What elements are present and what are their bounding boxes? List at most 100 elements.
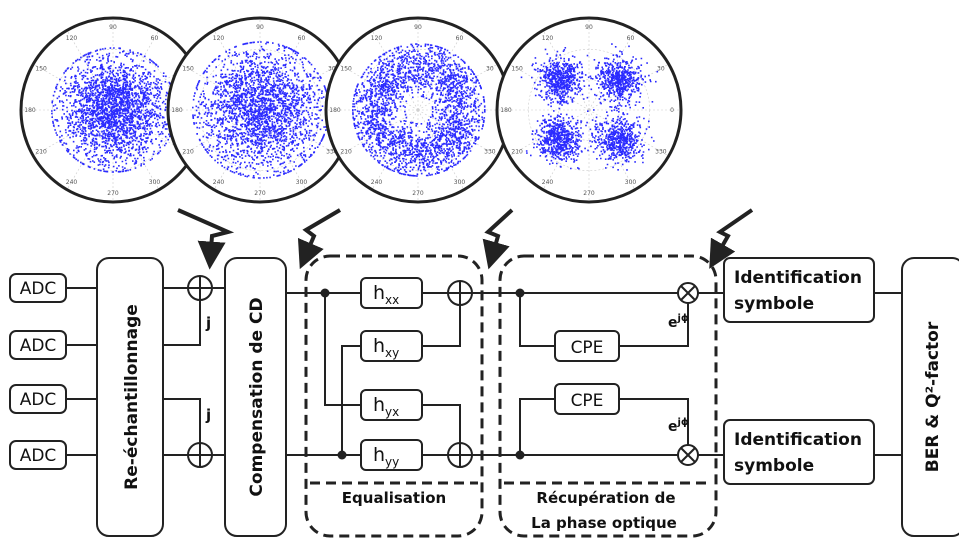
adc-block-2 <box>9 330 67 360</box>
angle-tick-label: 270 <box>254 190 266 197</box>
adc-block-1 <box>9 273 67 303</box>
j-label-1: j <box>205 314 211 332</box>
angle-tick-label: 270 <box>583 190 595 197</box>
angle-tick-label: 300 <box>149 179 161 186</box>
angle-tick-label: 300 <box>454 179 466 186</box>
sum-node-2 <box>187 442 213 468</box>
sum-nodes <box>187 275 473 468</box>
angle-tick-label: 240 <box>66 179 78 186</box>
ber-label: BER & Q²-factor <box>923 321 943 472</box>
cpe-label-1: CPE <box>571 338 604 358</box>
signal-lines <box>66 287 902 456</box>
angle-tick-label: 120 <box>371 35 383 42</box>
adc-block-3 <box>9 384 67 414</box>
angle-tick-label: 60 <box>456 35 464 42</box>
adc-block-4 <box>9 440 67 470</box>
angle-tick-label: 60 <box>151 35 159 42</box>
constellation-points <box>352 43 486 177</box>
constellation-points <box>192 41 330 179</box>
angle-tick-label: 60 <box>298 35 306 42</box>
phase-recovery-label-line1: Récupération de <box>536 489 675 507</box>
sum-node-4 <box>447 442 473 468</box>
constellation-plots: 0306090120150180210240270300330030609012… <box>19 16 683 204</box>
identification-label-2b: symbole <box>734 456 814 476</box>
cpe-block-1 <box>554 330 620 362</box>
cd-compensation-block <box>224 257 287 537</box>
angle-tick-label: 210 <box>182 149 194 156</box>
angle-tick-label: 240 <box>371 179 383 186</box>
adc-blocks <box>9 273 67 470</box>
filter-hxx <box>360 277 423 309</box>
angle-tick-label: 210 <box>511 149 523 156</box>
ber-block <box>901 257 959 537</box>
identification-block-2 <box>723 419 875 485</box>
adc-label-1: ADC <box>20 279 57 299</box>
angle-tick-label: 180 <box>329 107 341 114</box>
angle-tick-label: 120 <box>66 35 78 42</box>
angle-tick-label: 240 <box>542 179 554 186</box>
identification-label-2a: Identification <box>734 430 862 450</box>
angle-tick-label: 270 <box>412 190 424 197</box>
angle-tick-label: 30 <box>657 66 665 73</box>
angle-tick-label: 300 <box>296 179 308 186</box>
angle-tick-label: 30 <box>486 66 494 73</box>
sum-node-3 <box>447 280 473 306</box>
filter-hxy <box>360 330 423 362</box>
filter-label-hyy: hyy <box>373 444 399 469</box>
angle-tick-label: 330 <box>326 149 338 156</box>
filter-label-hxy: hxy <box>373 335 399 360</box>
equalisation-group <box>304 254 484 538</box>
phase-factor-label-2: ejϕ <box>668 417 689 435</box>
identification-block-1 <box>723 257 875 323</box>
angle-tick-label: 270 <box>107 190 119 197</box>
filter-blocks <box>360 277 423 471</box>
angle-tick-label: 180 <box>171 107 183 114</box>
multiplier-node-2 <box>677 444 699 466</box>
angle-tick-label: 210 <box>340 149 352 156</box>
cpe-label-2: CPE <box>571 391 604 411</box>
angle-tick-label: 30 <box>328 66 336 73</box>
equalisation-label: Equalisation <box>342 489 446 507</box>
angle-tick-label: 90 <box>414 24 422 31</box>
angle-tick-label: 330 <box>655 149 667 156</box>
adc-label-2: ADC <box>20 336 57 356</box>
cpe-block-2 <box>554 383 620 415</box>
angle-tick-label: 90 <box>109 24 117 31</box>
angle-tick-label: 90 <box>256 24 264 31</box>
filter-hyy <box>360 439 423 471</box>
angle-tick-label: 0 <box>670 107 674 114</box>
phase-recovery-group <box>498 254 718 538</box>
arrow-3 <box>482 208 514 270</box>
angle-tick-label: 150 <box>340 66 352 73</box>
adc-label-4: ADC <box>20 446 57 466</box>
constellation-points <box>520 43 659 171</box>
multiplier-nodes <box>677 282 699 466</box>
j-label-2: j <box>205 406 211 424</box>
arrow-2 <box>297 208 342 270</box>
filter-label-hxx: hxx <box>373 282 399 307</box>
angle-tick-label: 120 <box>542 35 554 42</box>
angle-tick-label: 60 <box>627 35 635 42</box>
cd-compensation-label: Compensation de CD <box>247 297 267 496</box>
arrow-4 <box>709 208 754 269</box>
angle-tick-label: 150 <box>511 66 523 73</box>
multiplier-node-1 <box>677 282 699 304</box>
angle-tick-label: 180 <box>500 107 512 114</box>
angle-tick-label: 120 <box>213 35 225 42</box>
constellation-arrows <box>177 208 754 270</box>
arrow-1 <box>177 208 235 270</box>
phase-recovery-label-line2: La phase optique <box>531 514 677 532</box>
angle-tick-label: 240 <box>213 179 225 186</box>
adc-label-3: ADC <box>20 390 57 410</box>
angle-tick-label: 150 <box>35 66 47 73</box>
angle-tick-label: 180 <box>24 107 36 114</box>
angle-tick-label: 150 <box>182 66 194 73</box>
junction-dots <box>320 288 525 460</box>
identification-label-1b: symbole <box>734 294 814 314</box>
phase-factor-label-1: ejϕ <box>668 313 689 331</box>
